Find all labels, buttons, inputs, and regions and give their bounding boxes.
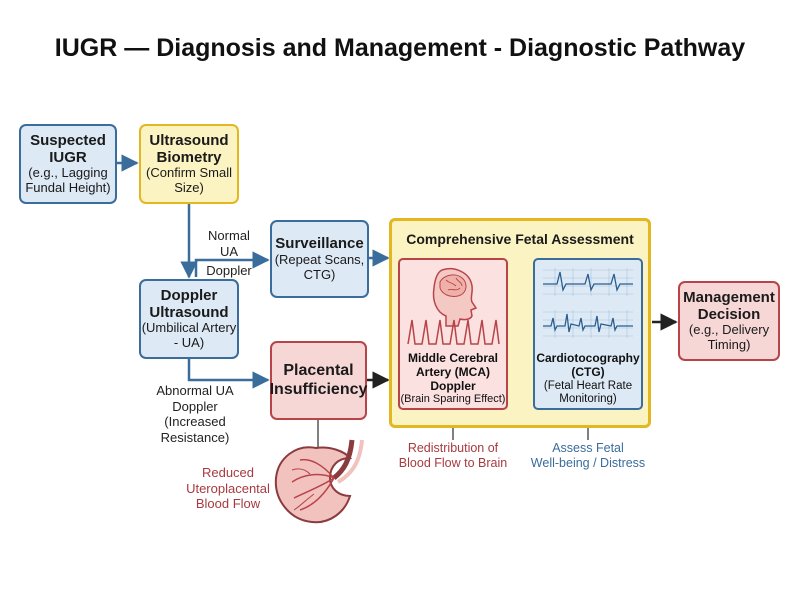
annotation-assess: Assess Fetal Well-being / Distress: [527, 441, 649, 471]
edge-label-abnormal-line-4: Resistance): [160, 429, 230, 445]
node-suspected-iugr: Suspected IUGR (e.g., Lagging Fundal Hei…: [19, 124, 117, 204]
edge-label-abnormal-line-2: Doppler: [172, 398, 218, 414]
node-surveillance-title: Surveillance: [275, 235, 364, 253]
edge-label-normal-line-3: Doppler: [206, 263, 252, 279]
group-comprehensive-fetal-assessment-title: Comprehensive Fetal Assessment: [406, 231, 634, 247]
node-doppler-ultrasound: Doppler Ultrasound (Umbilical Artery - U…: [139, 279, 239, 359]
annotation-assess-line-2: Well-being / Distress: [530, 456, 646, 470]
edge-label-abnormal-line-1: Abnormal UA: [156, 383, 234, 398]
mca-doppler-waveform: [407, 319, 500, 345]
node-management-decision-detail: (e.g., Delivery Timing): [688, 322, 770, 353]
annotation-redistribution-line-1: Redistribution of: [407, 441, 499, 455]
node-ctg-title: Cardiotocography (CTG): [536, 351, 640, 379]
node-suspected-iugr-title: Suspected IUGR: [30, 131, 106, 167]
node-ultrasound-biometry-detail: (Confirm Small Size): [146, 165, 232, 196]
node-ctg: Cardiotocography (CTG) (Fetal Heart Rate…: [533, 258, 643, 410]
annotation-reduced-flow-line-1: Reduced: [201, 465, 255, 480]
node-management-decision-title: Management Decision: [683, 288, 775, 324]
arrow-doppler-to-surveillance: [194, 251, 270, 277]
node-mca-doppler-detail: (Brain Sparing Effect): [400, 393, 506, 406]
node-suspected-iugr-detail: (e.g., Lagging Fundal Height): [25, 165, 111, 196]
annotation-reduced-flow: Reduced Uteroplacental Blood Flow: [176, 465, 280, 512]
edge-label-normal-line-1: Normal: [208, 228, 250, 243]
annotation-reduced-flow-line-2: Uteroplacental: [186, 480, 270, 496]
edge-label-normal: Normal UA Doppler: [200, 228, 258, 279]
annotation-redistribution: Redistribution of Blood Flow to Brain: [393, 441, 513, 471]
node-ctg-detail: (Fetal Heart Rate Monitoring): [543, 379, 633, 405]
node-placental-insufficiency: Placental Insufficiency: [270, 341, 367, 420]
annotation-reduced-flow-line-3: Blood Flow: [195, 496, 261, 512]
edge-label-abnormal-line-3: (Increased: [164, 414, 226, 430]
ctg-trace-illustration: [543, 268, 633, 338]
node-surveillance: Surveillance (Repeat Scans, CTG): [270, 220, 369, 298]
edge-label-abnormal: Abnormal UA Doppler (Increased Resistanc…: [146, 383, 244, 445]
ctg-trace-top: [543, 271, 633, 293]
annotation-redistribution-line-2: Blood Flow to Brain: [398, 456, 508, 470]
head-brain-icon: [432, 268, 478, 327]
arrow-doppler-to-placental: [187, 359, 270, 389]
edge-label-normal-line-2: UA: [219, 243, 239, 259]
node-mca-doppler: Middle Cerebral Artery (MCA) Doppler (Br…: [398, 258, 508, 410]
node-mca-doppler-title: Middle Cerebral Artery (MCA) Doppler: [407, 351, 499, 393]
annotation-assess-line-1: Assess Fetal: [552, 441, 624, 455]
node-surveillance-detail: (Repeat Scans, CTG): [274, 251, 365, 282]
node-ultrasound-biometry: Ultrasound Biometry (Confirm Small Size): [139, 124, 239, 204]
node-doppler-ultrasound-title: Doppler Ultrasound: [149, 286, 229, 322]
diagram-title: IUGR — Diagnosis and Management - Diagno…: [54, 34, 746, 62]
brain-doppler-illustration: [407, 268, 500, 345]
node-ultrasound-biometry-title: Ultrasound Biometry: [149, 131, 229, 167]
ctg-grid: [543, 268, 633, 338]
node-doppler-ultrasound-detail: (Umbilical Artery - UA): [141, 320, 237, 351]
node-management-decision: Management Decision (e.g., Delivery Timi…: [678, 281, 780, 361]
node-placental-insufficiency-title: Placental Insufficiency: [269, 362, 368, 398]
ctg-trace-bottom: [543, 313, 633, 333]
